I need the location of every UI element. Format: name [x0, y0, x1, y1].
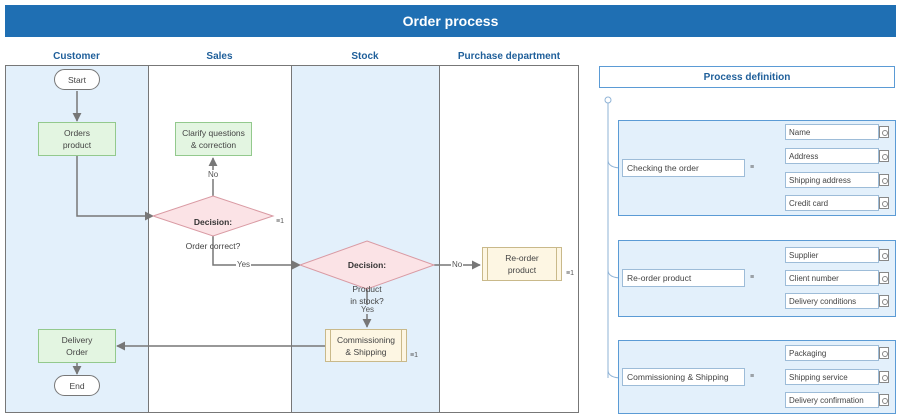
delivery-order-box[interactable]: Delivery Order	[38, 329, 116, 363]
commissioning-shipping-box[interactable]: Commissioning & Shipping	[325, 329, 407, 362]
orders-product-label: Orders product	[62, 128, 92, 150]
note-icon: ≡	[750, 373, 755, 380]
reorder-product-label: Re-order product	[505, 253, 539, 275]
document-icon[interactable]	[879, 197, 889, 209]
decision-order-correct-title: Decision:	[193, 217, 233, 227]
pd-item-shipping-service[interactable]: Shipping service	[785, 369, 879, 385]
delivery-order-label: Delivery Order	[61, 335, 93, 357]
decision-in-stock-title: Decision:	[347, 260, 387, 270]
decision-in-stock-text: Product in stock?	[350, 284, 384, 306]
reorder-product-box[interactable]: Re-order product	[482, 247, 562, 281]
lane-purchase	[439, 65, 579, 413]
attachment-icon: ≡1	[410, 352, 418, 359]
start-label: Start	[68, 74, 86, 85]
decision-order-correct-shape	[151, 195, 275, 237]
document-icon[interactable]	[879, 394, 889, 406]
note-icon: ≡	[750, 164, 755, 171]
decision-order-correct-text: Order correct?	[185, 241, 241, 251]
end-label: End	[69, 380, 85, 391]
pd-item-supplier[interactable]: Supplier	[785, 247, 879, 263]
edge-orders-decision1	[76, 156, 154, 221]
document-icon[interactable]	[879, 150, 889, 162]
orders-product-box[interactable]: Orders product	[38, 122, 116, 156]
pd-item-delivery-conditions[interactable]: Delivery conditions	[785, 293, 879, 309]
lane-header-stock: Stock	[351, 51, 379, 62]
note-icon: ≡	[750, 274, 755, 281]
pd-item-delivery-confirmation[interactable]: Delivery confirmation	[785, 392, 879, 408]
document-icon[interactable]	[879, 249, 889, 261]
decision-in-stock[interactable]: Decision: Product in stock?	[317, 247, 417, 307]
lane-header-customer: Customer	[53, 51, 100, 62]
process-definition-header: Process definition	[599, 66, 895, 88]
attachment-icon: ≡1	[566, 270, 574, 277]
decision-order-correct[interactable]: Decision: Order correct?	[163, 204, 263, 252]
document-icon[interactable]	[879, 295, 889, 307]
diagram-title: Order process	[5, 5, 896, 37]
edge-label-no: No	[451, 260, 464, 269]
pd-item-address[interactable]: Address	[785, 148, 879, 164]
edge-label-yes: Yes	[236, 260, 252, 269]
document-icon[interactable]	[879, 174, 889, 186]
end-node[interactable]: End	[54, 375, 100, 396]
edge-label-yes: Yes	[360, 305, 376, 314]
pd-main-commissioning-shipping[interactable]: Commissioning & Shipping	[622, 368, 745, 386]
pd-item-credit-card[interactable]: Credit card	[785, 195, 879, 211]
pd-item-packaging[interactable]: Packaging	[785, 345, 879, 361]
pd-item-client-number[interactable]: Client number	[785, 270, 879, 286]
edge-decision1-decision2	[212, 236, 301, 270]
pd-item-shipping-address[interactable]: Shipping address	[785, 172, 879, 188]
document-icon[interactable]	[879, 126, 889, 138]
lane-header-purchase: Purchase department	[457, 51, 561, 62]
start-node[interactable]: Start	[54, 69, 100, 90]
commissioning-shipping-label: Commissioning & Shipping	[336, 334, 396, 357]
document-icon[interactable]	[879, 272, 889, 284]
decision-in-stock-shape	[298, 240, 436, 290]
document-icon[interactable]	[879, 371, 889, 383]
pd-main-reorder-product[interactable]: Re-order product	[622, 269, 745, 287]
edge-label-no: No	[207, 170, 220, 179]
pd-main-checking-order[interactable]: Checking the order	[622, 159, 745, 177]
attachment-icon: ≡1	[276, 218, 284, 225]
document-icon[interactable]	[879, 347, 889, 359]
lane-header-sales: Sales	[206, 51, 233, 62]
pd-item-name[interactable]: Name	[785, 124, 879, 140]
clarify-questions-label: Clarify questions & correction	[182, 128, 245, 150]
clarify-questions-box[interactable]: Clarify questions & correction	[175, 122, 252, 156]
